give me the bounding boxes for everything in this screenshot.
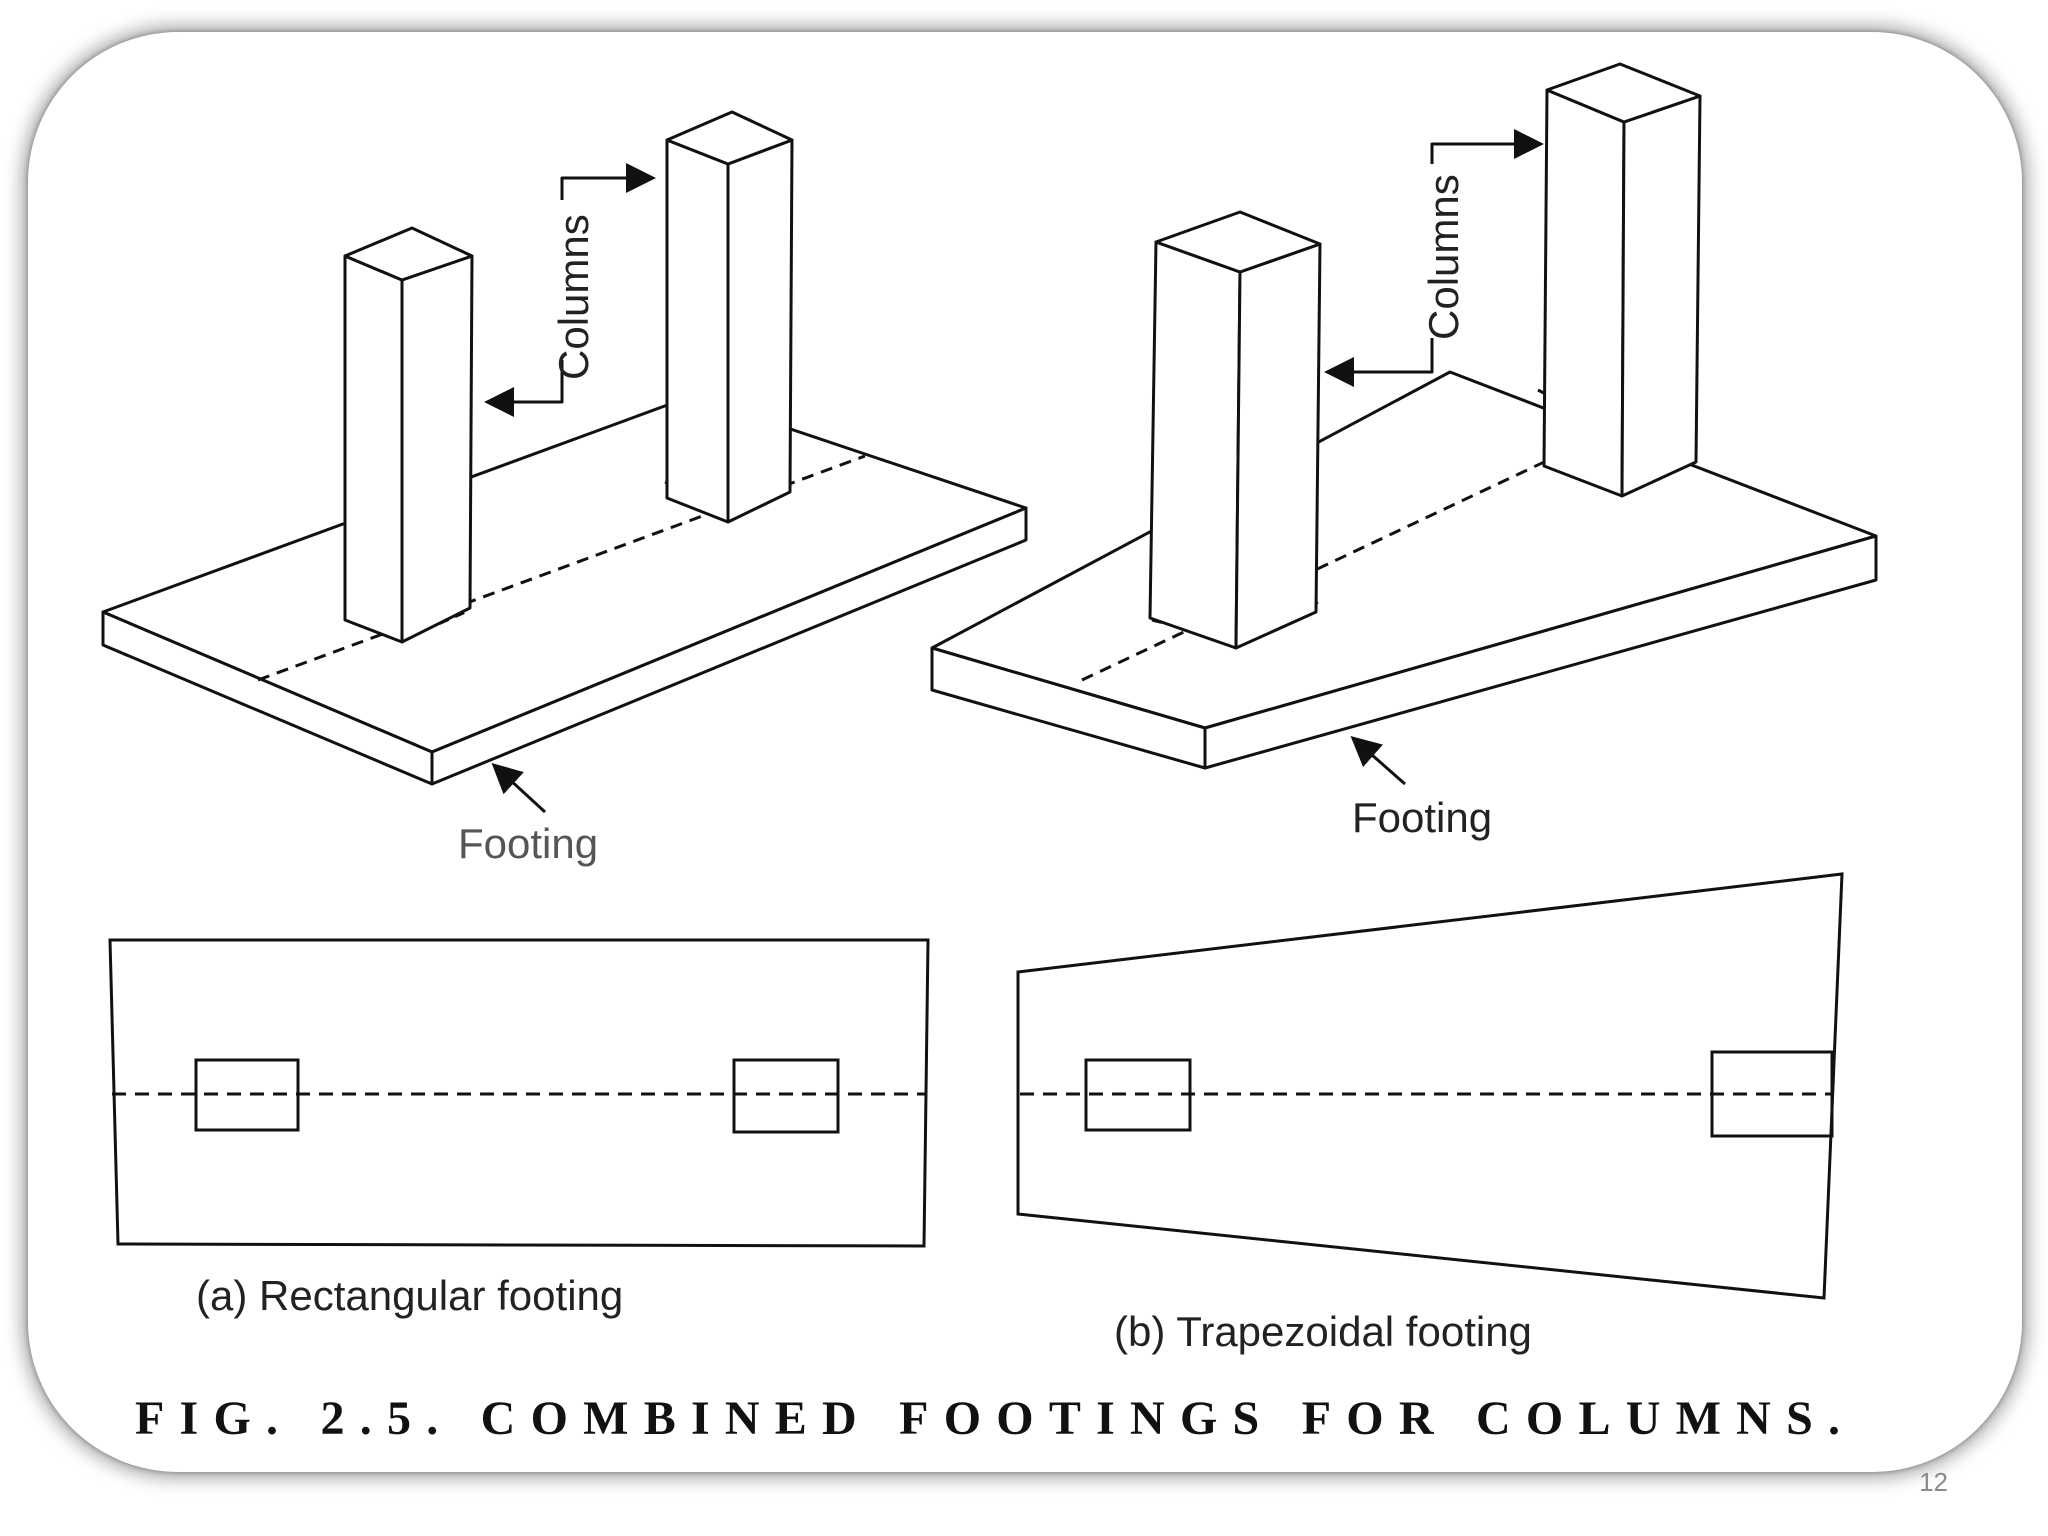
slide-number: 12 — [1919, 1467, 1948, 1497]
columns-label: Columns — [550, 214, 597, 380]
rectangular-plan-outline — [108, 938, 930, 1248]
right-column-side — [726, 138, 794, 524]
footing-leader — [1350, 736, 1406, 786]
rectangular-footing-isometric — [101, 110, 1028, 814]
left-column-front — [1148, 240, 1242, 650]
trapezoidal-footing-plan — [1016, 872, 1844, 1300]
caption-a: (a) Rectangular footing — [196, 1272, 623, 1319]
columns-leader — [1324, 338, 1434, 387]
left-column-side — [400, 254, 474, 644]
plan-column-right — [732, 1058, 840, 1134]
footing-centerline — [257, 454, 866, 682]
columns-leader — [560, 163, 656, 200]
footing-centerline — [1081, 428, 1613, 682]
caption-b: (b) Trapezoidal footing — [1114, 1308, 1532, 1355]
footing-label: Footing — [458, 820, 598, 867]
left-column-front — [343, 254, 404, 644]
footing-label: Footing — [1352, 794, 1492, 841]
footing-slab-side — [430, 506, 1028, 786]
right-column-top — [665, 110, 794, 166]
columns-leader — [484, 360, 564, 417]
right-column-front — [665, 138, 730, 524]
footing-leader — [491, 762, 547, 814]
right-column-top — [1545, 62, 1702, 124]
columns-leader — [1430, 129, 1544, 164]
left-column-side — [1234, 242, 1322, 650]
figure-title: FIG. 2.5. COMBINED FOOTINGS FOR COLUMNS. — [135, 1392, 1840, 1445]
trapezoidal-footing-isometric — [930, 62, 1878, 786]
left-column-top — [343, 226, 474, 282]
right-column-front — [1542, 88, 1626, 498]
left-column-top — [1154, 210, 1322, 274]
right-column-side — [1620, 94, 1702, 498]
trapezoidal-plan-outline — [1016, 872, 1844, 1300]
rectangular-footing-plan — [108, 938, 930, 1248]
columns-label: Columns — [1420, 174, 1467, 340]
footing-slab-side — [1203, 534, 1878, 770]
